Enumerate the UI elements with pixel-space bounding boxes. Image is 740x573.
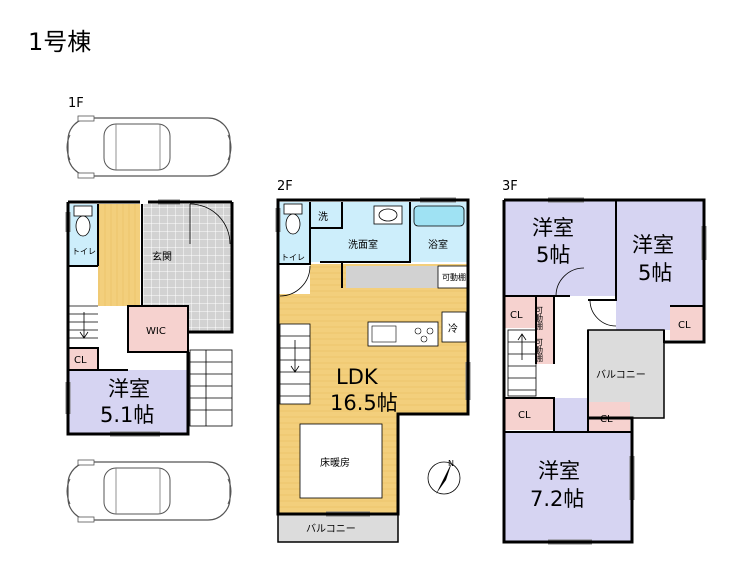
f2-toilet-label: トイレ: [281, 253, 305, 262]
f3-room-a-area: [504, 200, 616, 296]
f2-wash-label: 洗: [318, 211, 328, 223]
f2-bathtub-icon: [413, 205, 465, 227]
f3-stairs: [507, 329, 537, 397]
f3-room-a-name: 洋室: [532, 216, 574, 240]
f1-entrance-label: 玄関: [152, 250, 172, 263]
f1-cl-label: CL: [74, 355, 87, 366]
f2-washroom-label: 洗面室: [348, 238, 378, 251]
f2-balcony-label: バルコニー: [306, 523, 356, 535]
f2-shelf-label: 可動棚: [442, 272, 466, 282]
f3-shelf1-label: 可動棚: [535, 306, 544, 331]
floor-1-label: 1F: [68, 96, 84, 111]
f3-cl3-label: CL: [518, 410, 531, 421]
compass-icon: N: [427, 459, 461, 495]
f3-room-b-size: 5帖: [638, 261, 672, 285]
compass-north-label: N: [448, 459, 454, 468]
floor-1: 1F: [65, 96, 234, 523]
floor-3-label: 3F: [502, 179, 518, 194]
f1-stairs: [68, 305, 98, 339]
f2-fridge-label: 冷: [448, 322, 458, 335]
f3-room-a-size: 5帖: [536, 243, 570, 267]
f2-stairs: [279, 323, 311, 405]
f3-shelf2-label: 可動棚: [535, 338, 544, 363]
f3-room-c-size: 7.2帖: [530, 487, 584, 511]
f1-bedroom-name: 洋室: [108, 377, 150, 401]
f2-bath-label: 浴室: [428, 238, 448, 251]
f2-ldk-size: 16.5帖: [330, 391, 398, 415]
f3-shelf1-area: [536, 296, 554, 332]
f2-shelf-counter: [346, 266, 468, 288]
f1-cl-area: [68, 348, 98, 370]
f2-fridge: [441, 311, 467, 343]
f2-floor-heating: [299, 423, 383, 499]
f1-bedroom-size: 5.1帖: [100, 403, 154, 427]
floor-2-label: 2F: [277, 179, 293, 194]
f3-shelf2-area: [536, 332, 554, 364]
building-title: 1号棟: [28, 28, 91, 56]
f2-ldk-name: LDK: [336, 365, 379, 389]
f3-balcony-label: バルコニー: [596, 369, 646, 381]
f2-balcony-area: [277, 513, 399, 543]
f3-room-c-area: [504, 432, 632, 542]
f1-toilet-label: トイレ: [72, 247, 96, 256]
car-icon-bottom: [66, 459, 232, 523]
f3-cl1-label: CL: [510, 310, 523, 321]
car-icon-top: [66, 115, 232, 179]
f1-hall-floor: [98, 204, 140, 306]
f3-cl4-label: CL: [600, 414, 613, 425]
f2-washroom-area: [310, 228, 410, 262]
floor-2: 2F: [275, 179, 471, 543]
f1-wic-label: WIC: [146, 326, 166, 337]
f3-room-c-name: 洋室: [538, 459, 580, 483]
f3-cl2-area: [670, 306, 704, 340]
f1-toilet-icon: [73, 205, 93, 237]
f3-cl1-area: [504, 296, 536, 328]
floor-3: 3F: [502, 179, 707, 545]
f2-floor-heating-label: 床暖房: [320, 456, 350, 469]
f3-cl3-area: [504, 398, 554, 430]
f3-cl2-label: CL: [678, 320, 691, 331]
f2-toilet-icon: [283, 203, 303, 235]
f2-sink-icon: [373, 205, 403, 225]
f1-wic-area: [128, 306, 188, 352]
f3-room-b-name: 洋室: [632, 233, 674, 257]
f1-bedroom-area: [68, 370, 188, 434]
